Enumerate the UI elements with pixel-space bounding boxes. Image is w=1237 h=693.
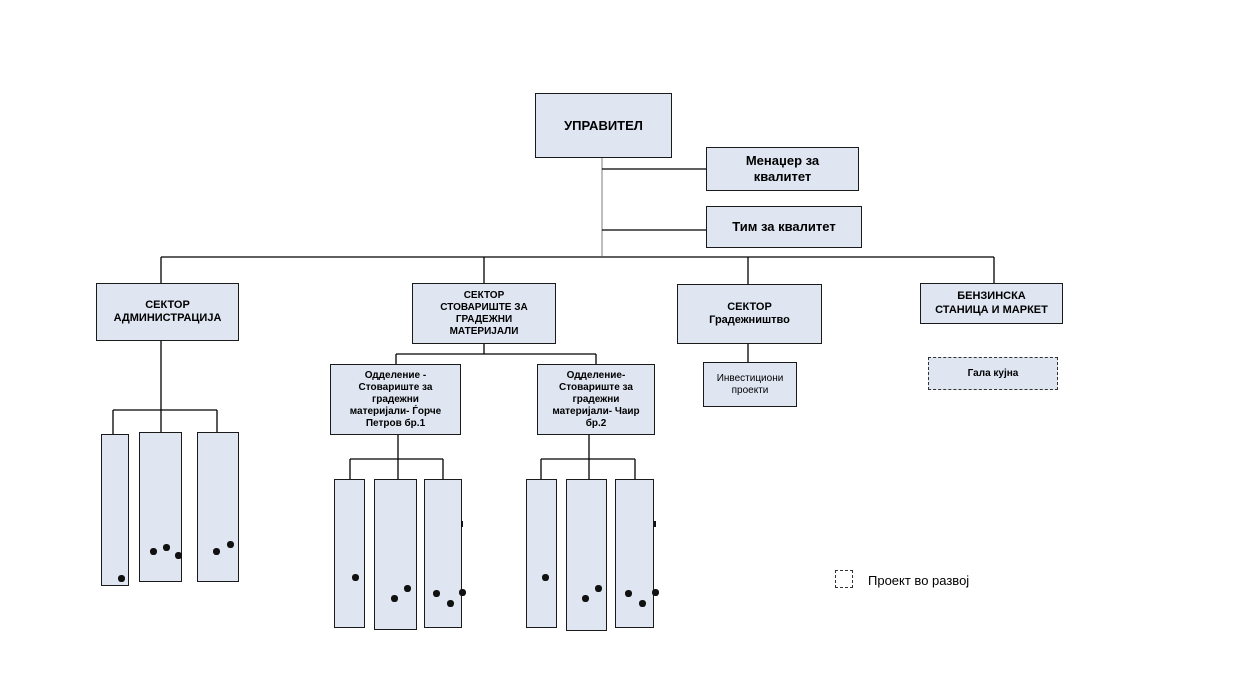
artifact-mark: [639, 600, 646, 607]
dept2-column-2: [566, 479, 607, 631]
admin-column-2: [139, 432, 182, 582]
dept2-column-3: [615, 479, 654, 628]
root-node-manager: УПРАВИТЕЛ: [535, 93, 672, 158]
dept1-column-2: [374, 479, 417, 630]
artifact-mark: [652, 589, 659, 596]
artifact-mark: [582, 595, 589, 602]
admin-column-1: [101, 434, 129, 586]
department-node-gjorce-petrov: Одделение - Стовариште за градежни матер…: [330, 364, 461, 435]
artifact-mark: [542, 574, 549, 581]
artifact-mark: [227, 541, 234, 548]
artifact-mark: [625, 590, 632, 597]
project-node-investment: Инвестициони проекти: [703, 362, 797, 407]
sector-node-label: СЕКТОР АДМИНИСТРАЦИЈА: [113, 298, 222, 324]
artifact-mark: [150, 548, 157, 555]
staff-node-label: Тим за квалитет: [732, 219, 836, 235]
dept2-column-1: [526, 479, 557, 628]
artifact-mark: [461, 521, 463, 527]
artifact-mark: [404, 585, 411, 592]
legend-label: Проект во развој: [868, 573, 970, 588]
sector-node-label: БЕНЗИНСКА СТАНИЦА И МАРКЕТ: [935, 290, 1048, 316]
artifact-mark: [213, 548, 220, 555]
artifact-mark: [595, 585, 602, 592]
sector-node-label: СЕКТОР Градежништво: [709, 300, 790, 326]
sector-node-gas-station: БЕНЗИНСКА СТАНИЦА И МАРКЕТ: [920, 283, 1063, 324]
staff-node-label: Менаџер за квалитет: [745, 153, 820, 184]
artifact-mark: [654, 521, 656, 527]
sector-node-construction: СЕКТОР Градежништво: [677, 284, 822, 344]
department-node-chair: Одделение- Стовариште за градежни матери…: [537, 364, 655, 435]
sector-node-label: СЕКТОР СТОВАРИШТЕ ЗА ГРАДЕЖНИ МАТЕРИЈАЛИ: [440, 289, 528, 337]
dept1-column-1: [334, 479, 365, 628]
sector-node-administration: СЕКТОР АДМИНИСТРАЦИЈА: [96, 283, 239, 341]
project-node-gala-kitchen: Гала кујна: [928, 357, 1058, 390]
department-node-label: Одделение - Стовариште за градежни матер…: [349, 369, 442, 429]
root-node-label: УПРАВИТЕЛ: [564, 117, 643, 133]
artifact-mark: [391, 595, 398, 602]
staff-node-quality-manager: Менаџер за квалитет: [706, 147, 859, 191]
staff-node-quality-team: Тим за квалитет: [706, 206, 862, 248]
artifact-mark: [175, 552, 182, 559]
artifact-mark: [447, 600, 454, 607]
project-node-label: Инвестициони проекти: [716, 372, 784, 396]
legend-dashed-swatch: [835, 570, 853, 588]
sector-node-warehouse: СЕКТОР СТОВАРИШТЕ ЗА ГРАДЕЖНИ МАТЕРИЈАЛИ: [412, 283, 556, 344]
artifact-mark: [118, 575, 125, 582]
dept1-column-3: [424, 479, 462, 628]
admin-column-3: [197, 432, 239, 582]
artifact-mark: [459, 589, 466, 596]
artifact-mark: [433, 590, 440, 597]
artifact-mark: [352, 574, 359, 581]
department-node-label: Одделение- Стовариште за градежни матери…: [552, 369, 640, 429]
artifact-mark: [163, 544, 170, 551]
project-node-label: Гала кујна: [967, 367, 1019, 379]
